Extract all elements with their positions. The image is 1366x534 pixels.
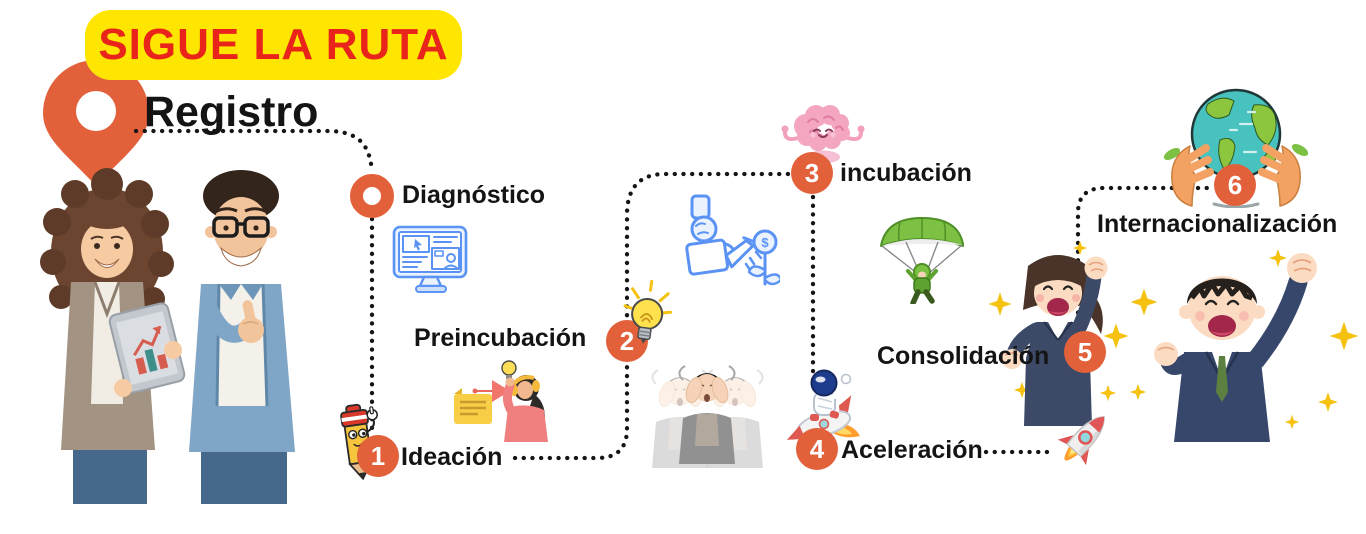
banner: SIGUE LA RUTA: [85, 10, 462, 80]
celebrating-businesswoman-illustration: [988, 240, 1129, 426]
stage-label-diagnostico: Diagnóstico: [402, 181, 546, 209]
woman-founder: [40, 168, 186, 504]
stage-label-incubacion: incubación: [840, 159, 972, 187]
woman-brainstorming-illustration: [454, 360, 548, 442]
stage-number-1: 1: [357, 435, 399, 477]
stage-label-internacionalizacion: Internacionalización: [1097, 210, 1338, 238]
man-founder: [189, 170, 295, 504]
stage-number-3: 3: [791, 152, 833, 194]
stage-number-4: 4: [796, 428, 838, 470]
svg-text:$: $: [761, 235, 769, 250]
paraglider-icon: [880, 217, 964, 304]
start-label: Registro: [144, 88, 319, 136]
stage-label-aceleracion: Aceleración: [841, 436, 983, 464]
stage-label-ideacion: Ideación: [401, 443, 503, 471]
stage-number-6: 6: [1214, 164, 1256, 206]
lightbulb-icon: [623, 279, 673, 344]
stressed-person-illustration: [651, 365, 764, 469]
banner-text: SIGUE LA RUTA: [98, 20, 449, 69]
diagnostico-marker-ring: [350, 174, 394, 218]
watering-money-plant-icon: $: [685, 194, 780, 286]
stage-number-5: 5: [1064, 331, 1106, 373]
location-pin-icon: [43, 60, 149, 186]
stage-label-consolidacion: Consolidación: [877, 342, 1050, 370]
globe-in-hands-icon: [1163, 88, 1309, 208]
rocket-icon: [1057, 415, 1105, 466]
celebrating-businessman-illustration: [1129, 249, 1359, 442]
monitor-icon: [392, 225, 468, 293]
astronaut-rocket-icon: [786, 369, 860, 440]
founders-with-tablet-illustration: [40, 168, 295, 504]
stage-label-preincubacion: Preincubación: [414, 324, 587, 352]
